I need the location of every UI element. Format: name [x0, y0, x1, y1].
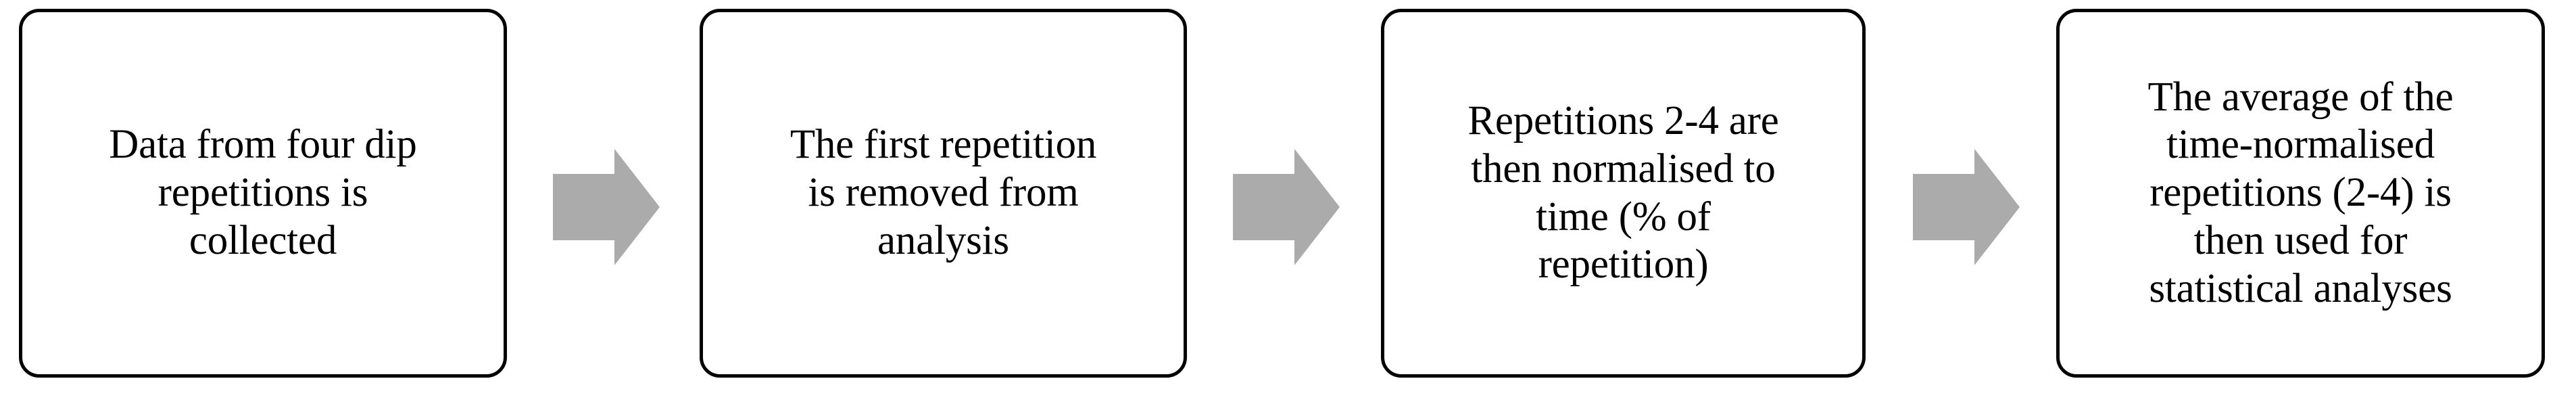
- process-step-4-label: The average of the time-normalised repet…: [2147, 74, 2454, 311]
- right-block-arrow-icon: [1233, 149, 1340, 265]
- process-step-3-label: Repetitions 2-4 are then normalised to t…: [1467, 98, 1779, 288]
- process-step-4-box: The average of the time-normalised repet…: [2056, 9, 2545, 378]
- process-step-1-box: Data from four dip repetitions is collec…: [19, 9, 507, 378]
- flow-arrow-1: [553, 149, 660, 265]
- process-step-2-box: The first repetition is removed from ana…: [700, 9, 1187, 378]
- right-block-arrow-icon: [1913, 149, 2020, 265]
- flow-arrow-3: [1913, 149, 2020, 265]
- right-block-arrow-icon: [553, 149, 660, 265]
- process-step-2-label: The first repetition is removed from ana…: [789, 122, 1097, 263]
- process-step-1-label: Data from four dip repetitions is collec…: [109, 122, 417, 263]
- process-step-3-box: Repetitions 2-4 are then normalised to t…: [1381, 9, 1866, 378]
- flow-arrow-2: [1233, 149, 1340, 265]
